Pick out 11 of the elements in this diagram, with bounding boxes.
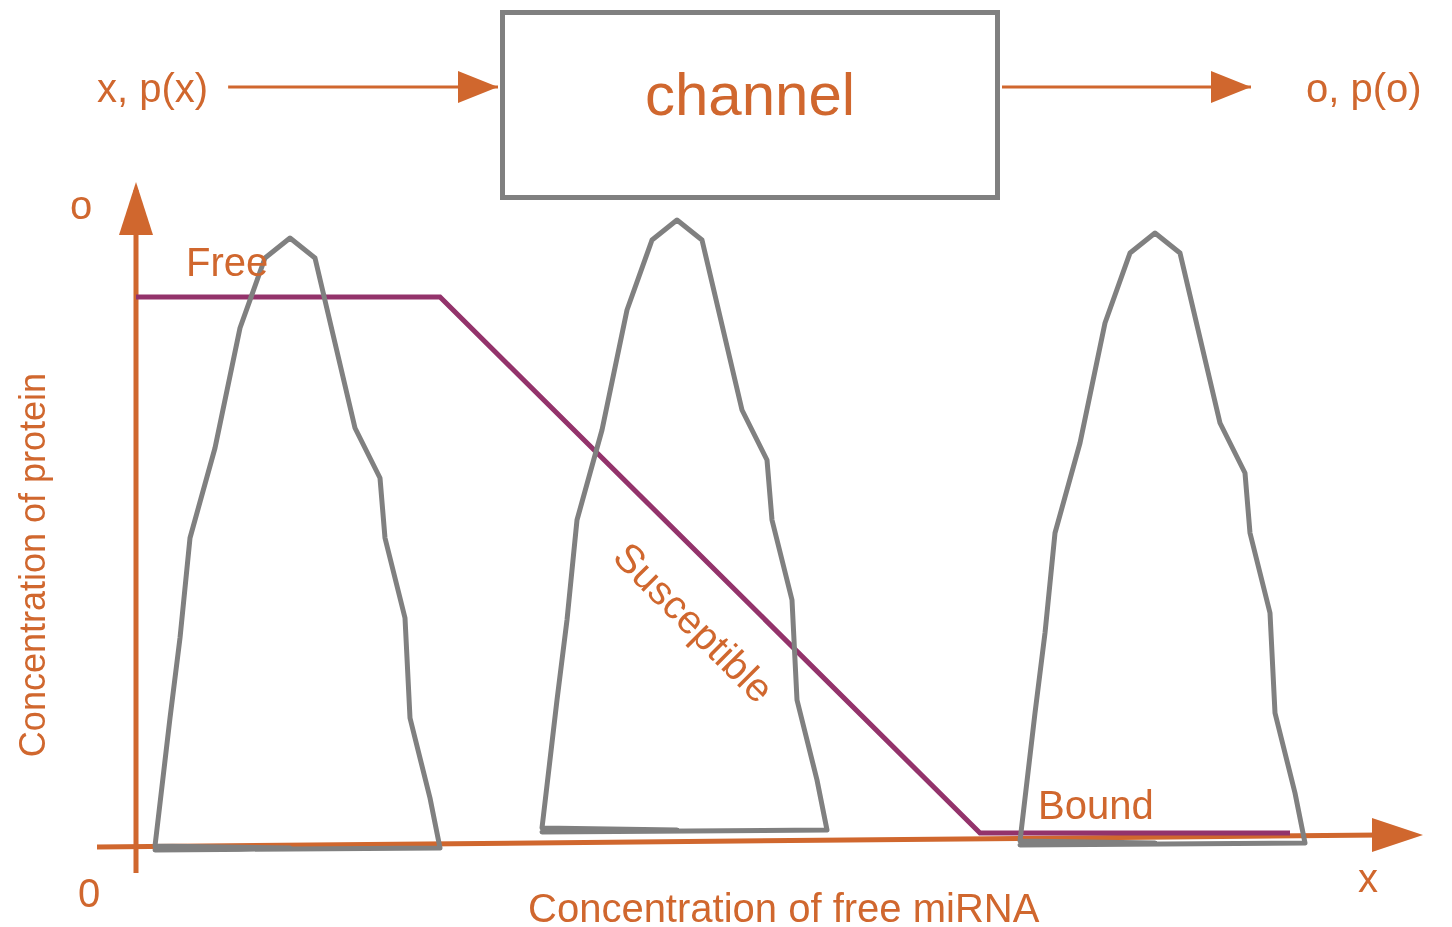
- arrow: [228, 71, 498, 103]
- curve-label: Bound: [1038, 785, 1154, 825]
- process-box: channel: [500, 10, 1000, 200]
- axis-title: Concentration of protein: [15, 372, 52, 758]
- axis-label: o: [70, 185, 93, 225]
- signal-label: x, p(x): [97, 68, 209, 108]
- axis-label: 0: [78, 873, 101, 913]
- axis-title: Concentration of free miRNA: [528, 888, 1040, 927]
- axis-label: x: [1358, 858, 1378, 898]
- arrow: [1002, 71, 1251, 103]
- signal-label: o, p(o): [1306, 68, 1422, 108]
